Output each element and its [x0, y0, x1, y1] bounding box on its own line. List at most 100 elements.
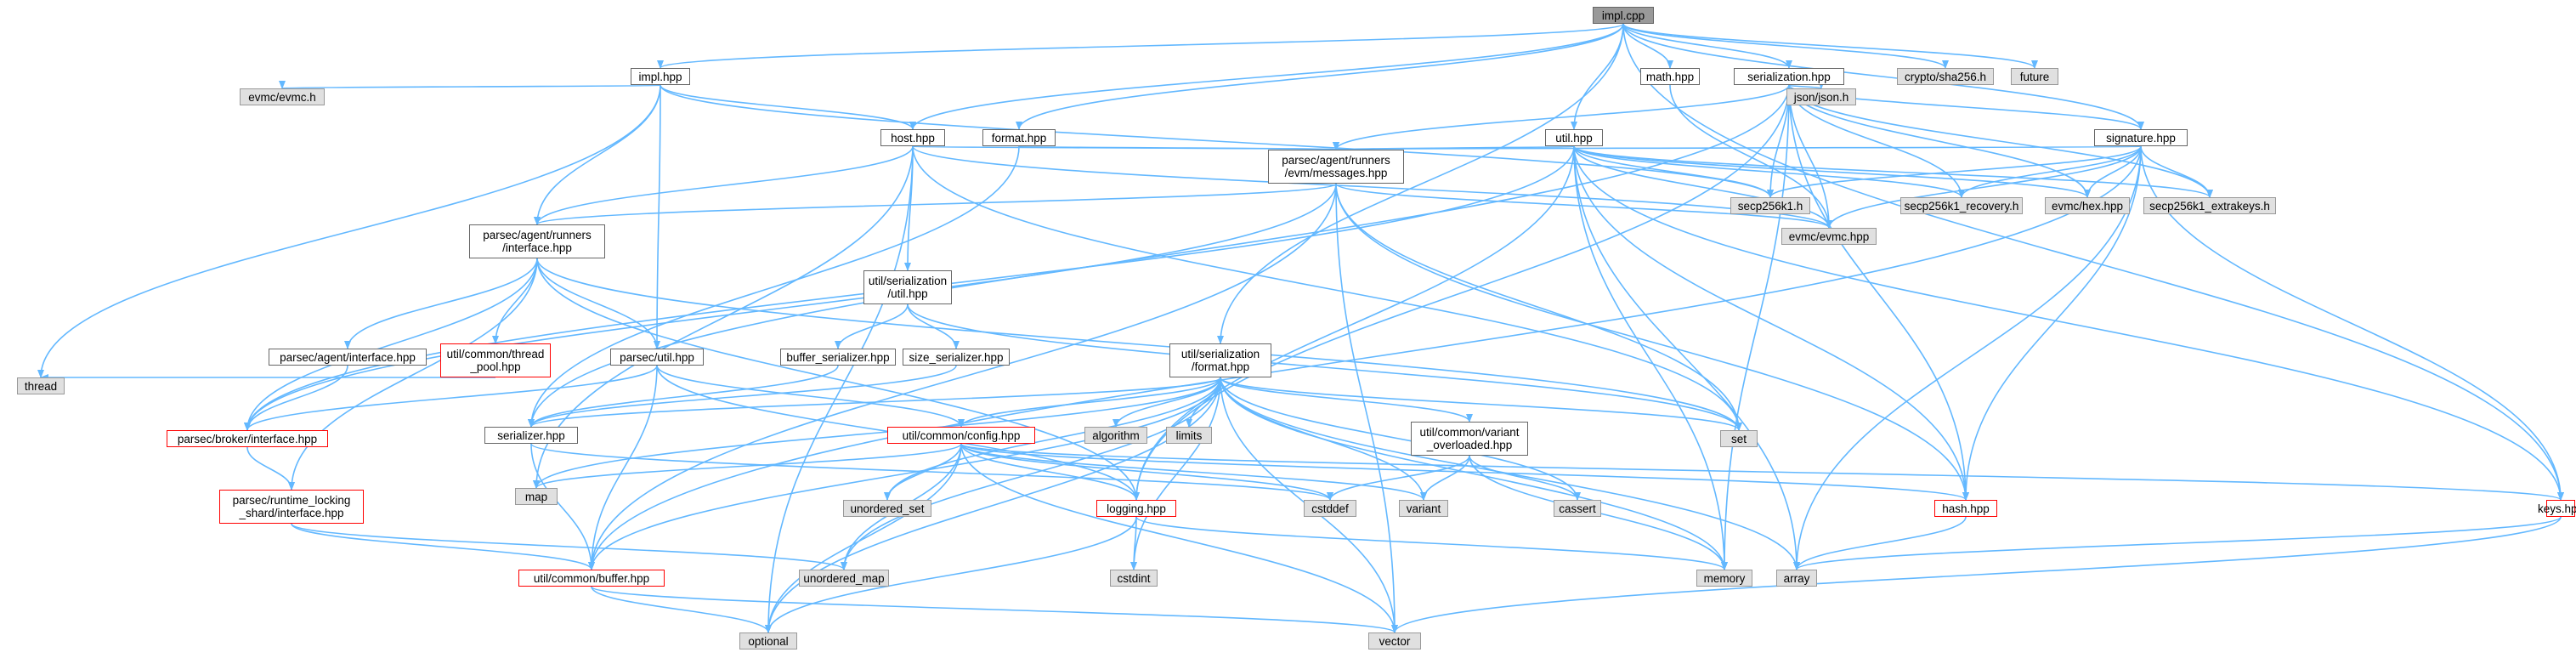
edge-util_hpp-to-secp_extrakeys: [1573, 145, 2213, 198]
edge-runners_interface-to-logging: [536, 258, 1140, 501]
node-evmc-evmc-hpp[interactable]: evmc/evmc.hpp: [1781, 228, 1877, 245]
node-serialization-format-hpp[interactable]: util/serialization /format.hpp: [1169, 343, 1271, 377]
node-cstddef[interactable]: cstddef: [1304, 500, 1356, 517]
edge-impl_hpp-to-evmc_h: [280, 80, 661, 89]
node-keys-hpp[interactable]: keys.hpp: [2538, 500, 2576, 517]
node-serialization-util-hpp[interactable]: util/serialization /util.hpp: [863, 270, 952, 304]
edge-serialization_hpp-to-hash_hpp: [1788, 84, 1969, 501]
edge-logging-to-cstdint: [1130, 516, 1138, 570]
node-runtime-locking-shard-interface-hpp[interactable]: parsec/runtime_locking _shard/interface.…: [219, 490, 364, 524]
node-secp256k1-h[interactable]: secp256k1.h: [1730, 197, 1810, 214]
edge-host_hpp-to-map: [533, 145, 914, 489]
edge-config-to-vector: [960, 443, 1398, 633]
node-algorithm[interactable]: algorithm: [1084, 427, 1147, 444]
edge-impl_cpp-to-future: [1622, 23, 2038, 69]
node-evm-messages-hpp[interactable]: parsec/agent/runners /evm/messages.hpp: [1268, 150, 1404, 184]
edge-util_hpp-to-hash_hpp: [1573, 145, 1969, 501]
node-cstdint[interactable]: cstdint: [1110, 570, 1158, 587]
node-secp256k1-recovery-h[interactable]: secp256k1_recovery.h: [1900, 197, 2023, 214]
edge-impl_hpp-to-runners_interface: [534, 84, 661, 225]
node-format-hpp[interactable]: format.hpp: [982, 129, 1056, 146]
node-logging-hpp[interactable]: logging.hpp: [1096, 500, 1176, 517]
edge-impl_cpp-to-ser_format: [1217, 23, 1624, 344]
edge-impl_cpp-to-math_hpp: [1622, 23, 1673, 69]
node-set[interactable]: set: [1720, 430, 1758, 447]
edge-runtime_locking-to-buffer_hpp: [291, 523, 595, 570]
edge-config-to-unordered_set: [884, 443, 962, 501]
node-impl-cpp[interactable]: impl.cpp: [1593, 7, 1654, 24]
edge-util_hpp-to-memory: [1573, 145, 1728, 570]
node-serialization-hpp[interactable]: serialization.hpp: [1734, 68, 1844, 85]
edge-broker_interface-to-runtime_locking: [246, 446, 295, 491]
node-limits[interactable]: limits: [1166, 427, 1212, 444]
edge-parsec_util-to-buffer_hpp: [588, 365, 658, 570]
edge-messages_hpp-to-evmc_hpp: [1335, 183, 1832, 229]
edge-config-to-logging: [960, 443, 1140, 501]
node-unordered-map[interactable]: unordered_map: [799, 570, 889, 587]
node-cassert[interactable]: cassert: [1554, 500, 1601, 517]
edge-ser_format-to-cassert: [1220, 377, 1581, 501]
edge-runners_interface-to-parsec_util: [536, 258, 660, 349]
edge-keys_hpp-to-array: [1793, 516, 2562, 570]
edge-ser_format-to-memory: [1220, 377, 1728, 570]
edge-impl_cpp-to-sha256: [1622, 23, 1949, 69]
edge-runtime_locking-to-unordered_map: [291, 523, 847, 570]
edge-parsec_util-to-broker_interface: [244, 365, 658, 431]
node-agent-interface-hpp[interactable]: parsec/agent/interface.hpp: [269, 349, 427, 366]
node-parsec-util-hpp[interactable]: parsec/util.hpp: [610, 349, 704, 366]
node-unordered-set[interactable]: unordered_set: [843, 500, 931, 517]
edge-ser_format-to-variant_overloaded: [1220, 377, 1473, 423]
node-json-json-h[interactable]: json/json.h: [1786, 88, 1856, 105]
node-size-serializer-hpp[interactable]: size_serializer.hpp: [903, 349, 1010, 366]
edge-messages_hpp-to-broker_interface: [244, 183, 1337, 431]
node-variant-overloaded-hpp[interactable]: util/common/variant _overloaded.hpp: [1411, 422, 1528, 456]
node-optional[interactable]: optional: [739, 632, 797, 649]
node-map[interactable]: map: [515, 488, 558, 505]
edge-impl_cpp-to-keys_hpp: [1622, 23, 2564, 501]
node-runners-interface-hpp[interactable]: parsec/agent/runners /interface.hpp: [469, 224, 605, 258]
node-evmc-evmc-h[interactable]: evmc/evmc.h: [240, 88, 325, 105]
node-vector[interactable]: vector: [1368, 632, 1421, 649]
node-config-hpp[interactable]: util/common/config.hpp: [887, 427, 1035, 444]
edge-messages_hpp-to-runners_interface: [534, 183, 1337, 225]
edge-util_hpp-to-messages_hpp: [1333, 141, 1575, 150]
node-util-hpp[interactable]: util.hpp: [1545, 129, 1603, 146]
node-buffer-hpp[interactable]: util/common/buffer.hpp: [518, 570, 665, 587]
edge-ser_format-to-set: [1220, 377, 1742, 431]
edge-config-to-keys_hpp: [960, 443, 2564, 501]
edge-messages_hpp-to-set: [1335, 183, 1742, 431]
edge-impl_cpp-to-signature_hpp: [1622, 23, 2144, 130]
edge-util_hpp-to-keys_hpp: [1573, 145, 2564, 501]
node-thread[interactable]: thread: [17, 377, 65, 394]
node-future[interactable]: future: [2011, 68, 2058, 85]
edge-buffer_hpp-to-optional: [591, 586, 772, 633]
node-memory[interactable]: memory: [1696, 570, 1752, 587]
edge-messages_hpp-to-vector: [1335, 183, 1398, 633]
node-host-hpp[interactable]: host.hpp: [880, 129, 945, 146]
edge-runners_interface-to-set: [536, 258, 1742, 431]
edge-impl_hpp-to-thread: [37, 84, 661, 378]
edge-impl_hpp-to-parsec_util: [654, 84, 661, 349]
node-signature-hpp[interactable]: signature.hpp: [2094, 129, 2188, 146]
node-variant[interactable]: variant: [1399, 500, 1448, 517]
edge-format_hpp-to-serializer: [528, 145, 1020, 428]
edge-runners_interface-to-agent_interface: [344, 258, 538, 349]
node-impl-hpp[interactable]: impl.hpp: [631, 68, 690, 85]
node-hash-hpp[interactable]: hash.hpp: [1934, 500, 1997, 517]
node-evmc-hex-hpp[interactable]: evmc/hex.hpp: [2045, 197, 2130, 214]
edge-ser_util-to-size_serializer: [907, 303, 960, 349]
node-array[interactable]: array: [1776, 570, 1817, 587]
edge-ser_format-to-unordered_map: [841, 377, 1221, 570]
edge-agent_interface-to-broker_interface: [244, 365, 348, 431]
node-thread-pool-hpp[interactable]: util/common/thread _pool.hpp: [440, 343, 551, 377]
edge-variant_overloaded-to-cstddef: [1327, 455, 1470, 501]
edge-util_hpp-to-logging: [1133, 145, 1575, 501]
node-secp256k1-extrakeys-h[interactable]: secp256k1_extrakeys.h: [2143, 197, 2276, 214]
node-crypto-sha256-h[interactable]: crypto/sha256.h: [1897, 68, 1994, 85]
edge-variant_overloaded-to-cassert: [1469, 455, 1581, 501]
node-buffer-serializer-hpp[interactable]: buffer_serializer.hpp: [780, 349, 896, 366]
node-serializer-hpp[interactable]: serializer.hpp: [484, 427, 578, 444]
node-math-hpp[interactable]: math.hpp: [1640, 68, 1700, 85]
node-broker-interface-hpp[interactable]: parsec/broker/interface.hpp: [167, 430, 328, 447]
